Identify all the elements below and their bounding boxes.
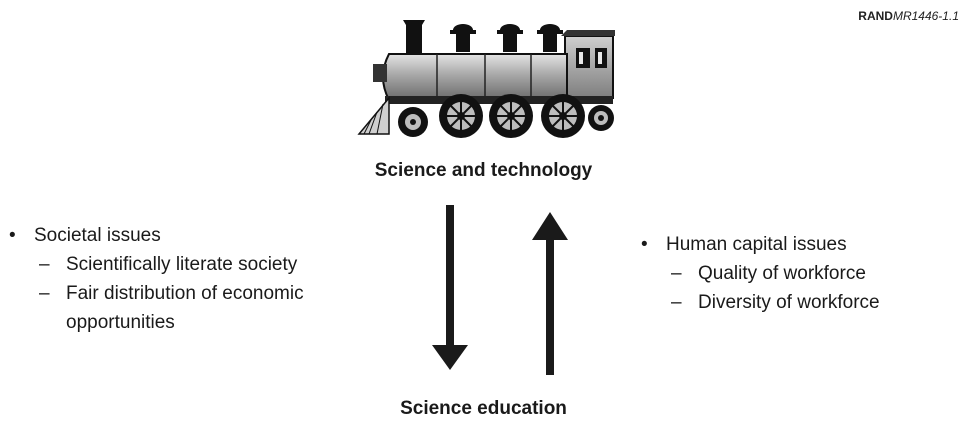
societal-issues-heading: Societal issues — [6, 221, 406, 250]
down-arrow — [432, 205, 468, 370]
human-capital-issues-list: Human capital issues – Quality of workfo… — [638, 230, 958, 317]
science-education-label: Science education — [400, 398, 567, 419]
list-item-text: Scientifically literate society — [66, 254, 298, 275]
dash-glyph: – — [39, 283, 50, 304]
locomotive-icon — [357, 20, 615, 138]
list-item: – Fair distribution of economic opportun… — [6, 279, 406, 337]
figure-id: RANDMR1446-1.1 — [858, 9, 959, 23]
list-item: – Diversity of workforce — [638, 288, 958, 317]
dash-glyph: – — [671, 263, 682, 284]
science-and-technology-label: Science and technology — [374, 160, 593, 181]
list-item-text: Quality of workforce — [698, 263, 866, 284]
list-item-text: Diversity of workforce — [698, 292, 880, 313]
dash-glyph: – — [671, 292, 682, 313]
list-item: – Scientifically literate society — [6, 250, 406, 279]
figure-id-code: MR1446-1.1 — [892, 9, 959, 23]
human-capital-issues-heading: Human capital issues — [638, 230, 958, 259]
list-item: – Quality of workforce — [638, 259, 958, 288]
dash-glyph: – — [39, 254, 50, 275]
list-item-text: Fair distribution of economic opportunit… — [66, 283, 304, 333]
flow-arrows — [432, 205, 568, 375]
figure-id-prefix: RAND — [858, 9, 893, 23]
up-arrow — [532, 212, 568, 375]
societal-issues-list: Societal issues – Scientifically literat… — [6, 221, 406, 337]
